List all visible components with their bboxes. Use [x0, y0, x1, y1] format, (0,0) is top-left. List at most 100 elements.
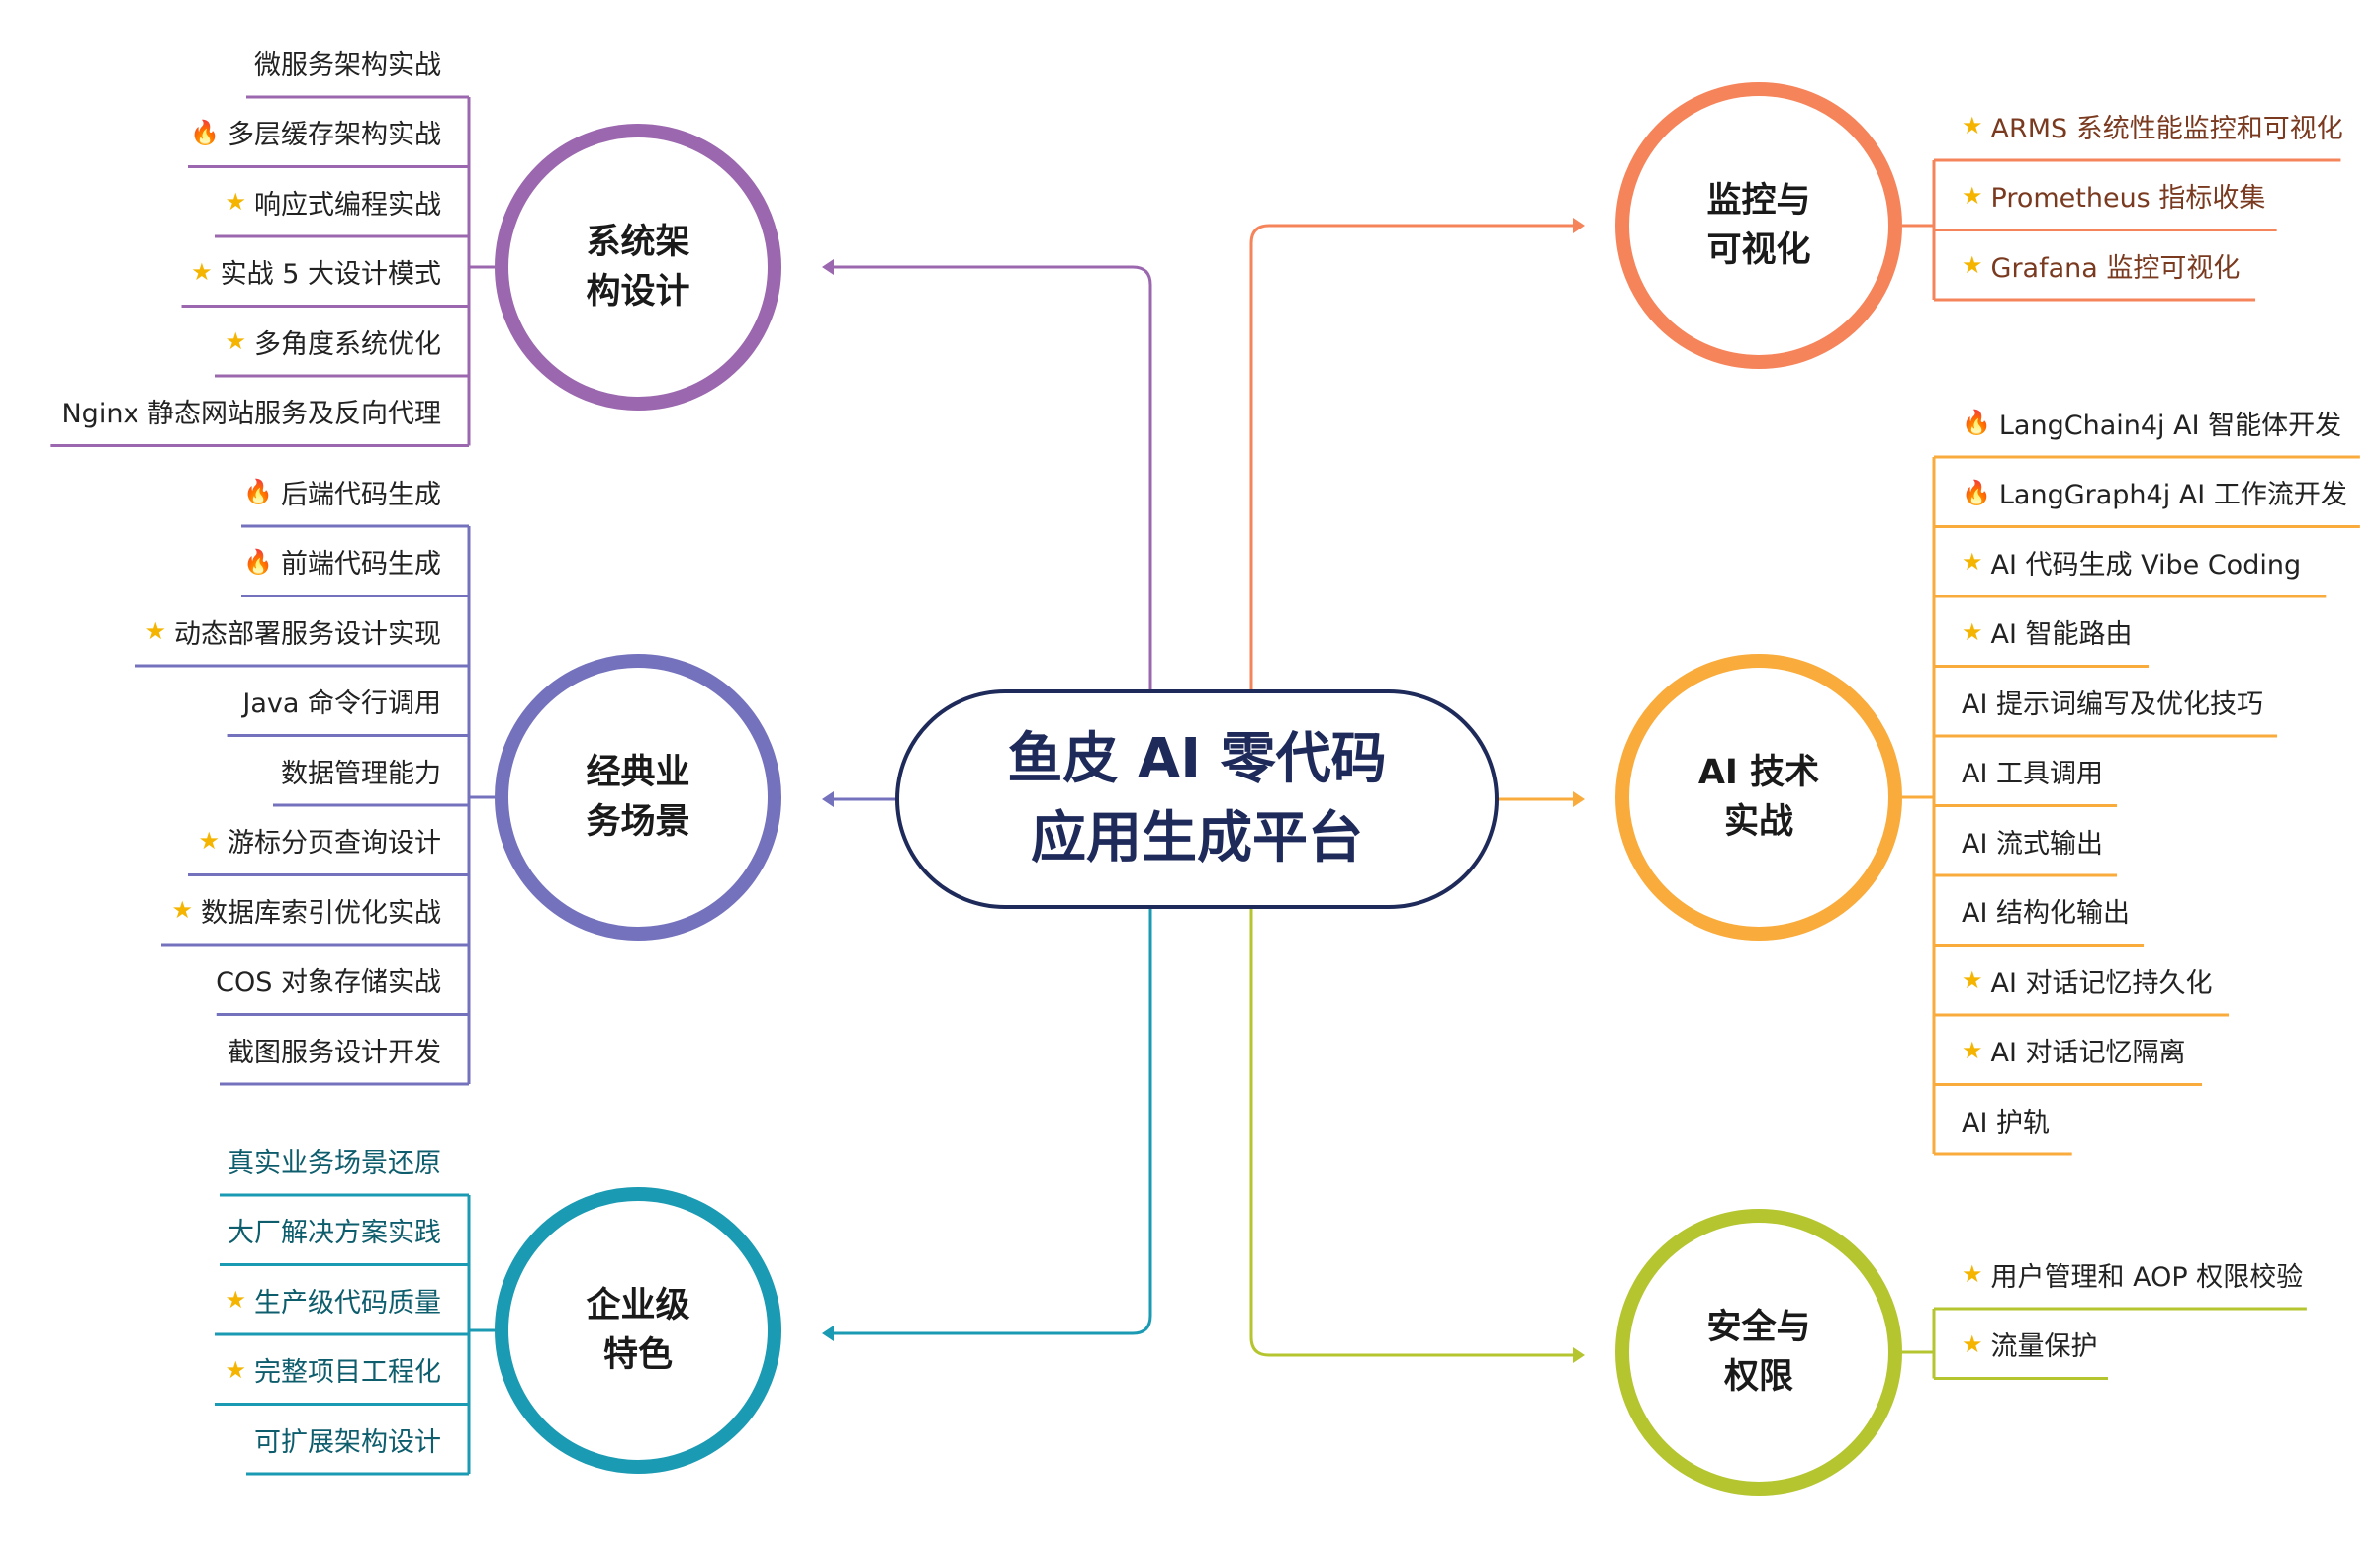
branch-item[interactable]: ★AI 代码生成 Vibe Coding	[1934, 527, 2369, 596]
branch-item-label: 完整项目工程化	[254, 1357, 441, 1388]
branch-node-monitoring[interactable]: 监控与 可视化	[1615, 82, 1902, 369]
branch-item[interactable]: ★流量保护	[1934, 1310, 2369, 1379]
branch-item-label: 数据库索引优化实战	[201, 897, 441, 929]
branch-title-line2: 实战	[1723, 802, 1793, 842]
branch-item[interactable]: ★Grafana 监控可视化	[1934, 230, 2369, 300]
branch-item-label: 截图服务设计开发	[228, 1037, 441, 1068]
branch-item[interactable]: ★AI 对话记忆隔离	[1934, 1016, 2369, 1085]
branch-node-enterprise-features[interactable]: 企业级 特色	[495, 1187, 781, 1474]
branch-item-label: 响应式编程实战	[254, 189, 441, 221]
branch-item-label: AI 提示词编写及优化技巧	[1962, 688, 2264, 720]
branch-item-label: COS 对象存储实战	[216, 967, 441, 998]
branch-item[interactable]: 真实业务场景还原	[109, 1126, 469, 1195]
branch-item-label: 用户管理和 AOP 权限校验	[1990, 1261, 2304, 1293]
connector-arrow	[1573, 218, 1585, 233]
branch-item-label: 游标分页查询设计	[228, 828, 441, 859]
star-icon: ★	[1962, 617, 1983, 646]
branch-item[interactable]: AI 工具调用	[1934, 737, 2369, 806]
branch-item[interactable]: 🔥 多层缓存架构实战	[49, 98, 469, 167]
branch-node-system-architecture[interactable]: 系统架 构设计	[495, 124, 781, 411]
branch-item[interactable]: ★生产级代码质量	[109, 1265, 469, 1334]
branch-item-label: 动态部署服务设计实现	[174, 618, 441, 650]
center-title-line1: 鱼皮 AI 零代码	[1007, 727, 1387, 791]
branch-item[interactable]: AI 提示词编写及优化技巧	[1934, 667, 2369, 736]
branch-item[interactable]: ★AI 对话记忆持久化	[1934, 946, 2369, 1015]
branch-item[interactable]: Java 命令行调用	[109, 667, 469, 736]
branch-title-line1: 安全与	[1706, 1308, 1811, 1347]
branch-node-security[interactable]: 安全与 权限	[1615, 1209, 1902, 1496]
branch-item-label: Grafana 监控可视化	[1990, 252, 2241, 284]
star-icon: ★	[1962, 548, 1983, 576]
branch-title-line2: 特色	[602, 1335, 673, 1375]
branch-item-label: AI 结构化输出	[1962, 898, 2131, 929]
branch-item-label: AI 对话记忆隔离	[1990, 1038, 2186, 1068]
branch-item[interactable]: Nginx 静态网站服务及反向代理	[49, 377, 469, 446]
star-icon: ★	[144, 617, 166, 645]
star-icon: ★	[1962, 181, 1983, 210]
branch-item-label: AI 护轨	[1962, 1107, 2051, 1139]
branch-item-label: LangChain4j AI 智能体开发	[1998, 410, 2342, 441]
branch-item[interactable]: ★完整项目工程化	[109, 1335, 469, 1405]
branch-item[interactable]: COS 对象存储实战	[109, 946, 469, 1015]
branch-title-line1: 监控与	[1706, 181, 1811, 221]
branch-item-label: Nginx 静态网站服务及反向代理	[61, 399, 441, 429]
branch-item[interactable]: 可扩展架构设计	[109, 1405, 469, 1474]
branch-item[interactable]: 大厂解决方案实践	[109, 1196, 469, 1265]
branch-item[interactable]: ★AI 智能路由	[1934, 597, 2369, 667]
trunk-connector	[1249, 909, 1573, 1357]
branch-item[interactable]: 🔥 前端代码生成	[109, 527, 469, 596]
branch-item[interactable]: 数据管理能力	[109, 736, 469, 805]
branch-item[interactable]: 微服务架构实战	[49, 28, 469, 97]
branch-item[interactable]: AI 结构化输出	[1934, 876, 2369, 946]
branch-item[interactable]: AI 流式输出	[1934, 806, 2369, 875]
branch-title-line1: AI 技术	[1697, 753, 1820, 792]
branch-item[interactable]: ★用户管理和 AOP 权限校验	[1934, 1239, 2369, 1309]
branch-item-label: AI 对话记忆持久化	[1990, 967, 2213, 999]
branch-item-label: AI 代码生成 Vibe Coding	[1990, 549, 2302, 581]
center-node[interactable]: 鱼皮 AI 零代码 应用生成平台	[895, 689, 1499, 909]
branch-item-label: AI 智能路由	[1990, 619, 2133, 650]
star-icon: ★	[1962, 112, 1983, 139]
connector-arrow	[1573, 791, 1585, 807]
branch-item-label: 多层缓存架构实战	[228, 120, 441, 150]
star-icon: ★	[1962, 966, 1983, 994]
branch-item-label: 后端代码生成	[281, 479, 441, 510]
branch-item[interactable]: 截图服务设计开发	[109, 1015, 469, 1084]
branch-item-label: 真实业务场景还原	[228, 1147, 441, 1179]
branch-node-ai-practice[interactable]: AI 技术 实战	[1615, 654, 1902, 941]
fire-icon: 🔥	[190, 118, 220, 146]
branch-item[interactable]: 🔥LangGraph4j AI 工作流开发	[1934, 458, 2369, 527]
star-icon: ★	[171, 896, 193, 924]
star-icon: ★	[225, 327, 246, 355]
branch-item-label: Prometheus 指标收集	[1990, 183, 2266, 214]
branch-item[interactable]: ★ARMS 系统性能监控和可视化	[1934, 91, 2369, 160]
branch-item-label: 前端代码生成	[281, 549, 441, 580]
branch-node-business-scenarios[interactable]: 经典业 务场景	[495, 654, 781, 941]
branch-item[interactable]: ★ 数据库索引优化实战	[109, 875, 469, 945]
branch-item-label: 可扩展架构设计	[254, 1426, 441, 1458]
branch-item[interactable]: ★ 游标分页查询设计	[109, 806, 469, 875]
branch-item-label: 生产级代码质量	[254, 1287, 441, 1319]
branch-item[interactable]: AI 护轨	[1934, 1085, 2369, 1154]
star-icon: ★	[1962, 1260, 1983, 1288]
branch-item[interactable]: 🔥 LangChain4j AI 智能体开发	[1934, 388, 2369, 457]
fire-icon: 🔥	[1962, 409, 1991, 436]
branch-item[interactable]: ★ 动态部署服务设计实现	[109, 596, 469, 666]
branch-item-label: AI 流式输出	[1962, 828, 2104, 860]
star-icon: ★	[1962, 1329, 1983, 1358]
branch-item[interactable]: ★实战 5 大设计模式	[49, 237, 469, 307]
branch-item[interactable]: 🔥后端代码生成	[109, 457, 469, 526]
trunk-connector	[834, 265, 1152, 689]
branch-item-label: 多角度系统优化	[254, 328, 441, 360]
branch-item[interactable]: ★Prometheus 指标收集	[1934, 161, 2369, 230]
connector-arrow	[822, 1326, 834, 1341]
branch-item[interactable]: ★响应式编程实战	[49, 167, 469, 236]
fire-icon: 🔥	[243, 547, 273, 576]
star-icon: ★	[198, 826, 220, 855]
branch-item-label: 大厂解决方案实践	[228, 1218, 441, 1248]
connector-arrow	[822, 791, 834, 807]
connector-arrow	[1573, 1347, 1585, 1363]
branch-item-label: Java 命令行调用	[242, 688, 441, 719]
branch-item[interactable]: ★ 多角度系统优化	[49, 307, 469, 376]
